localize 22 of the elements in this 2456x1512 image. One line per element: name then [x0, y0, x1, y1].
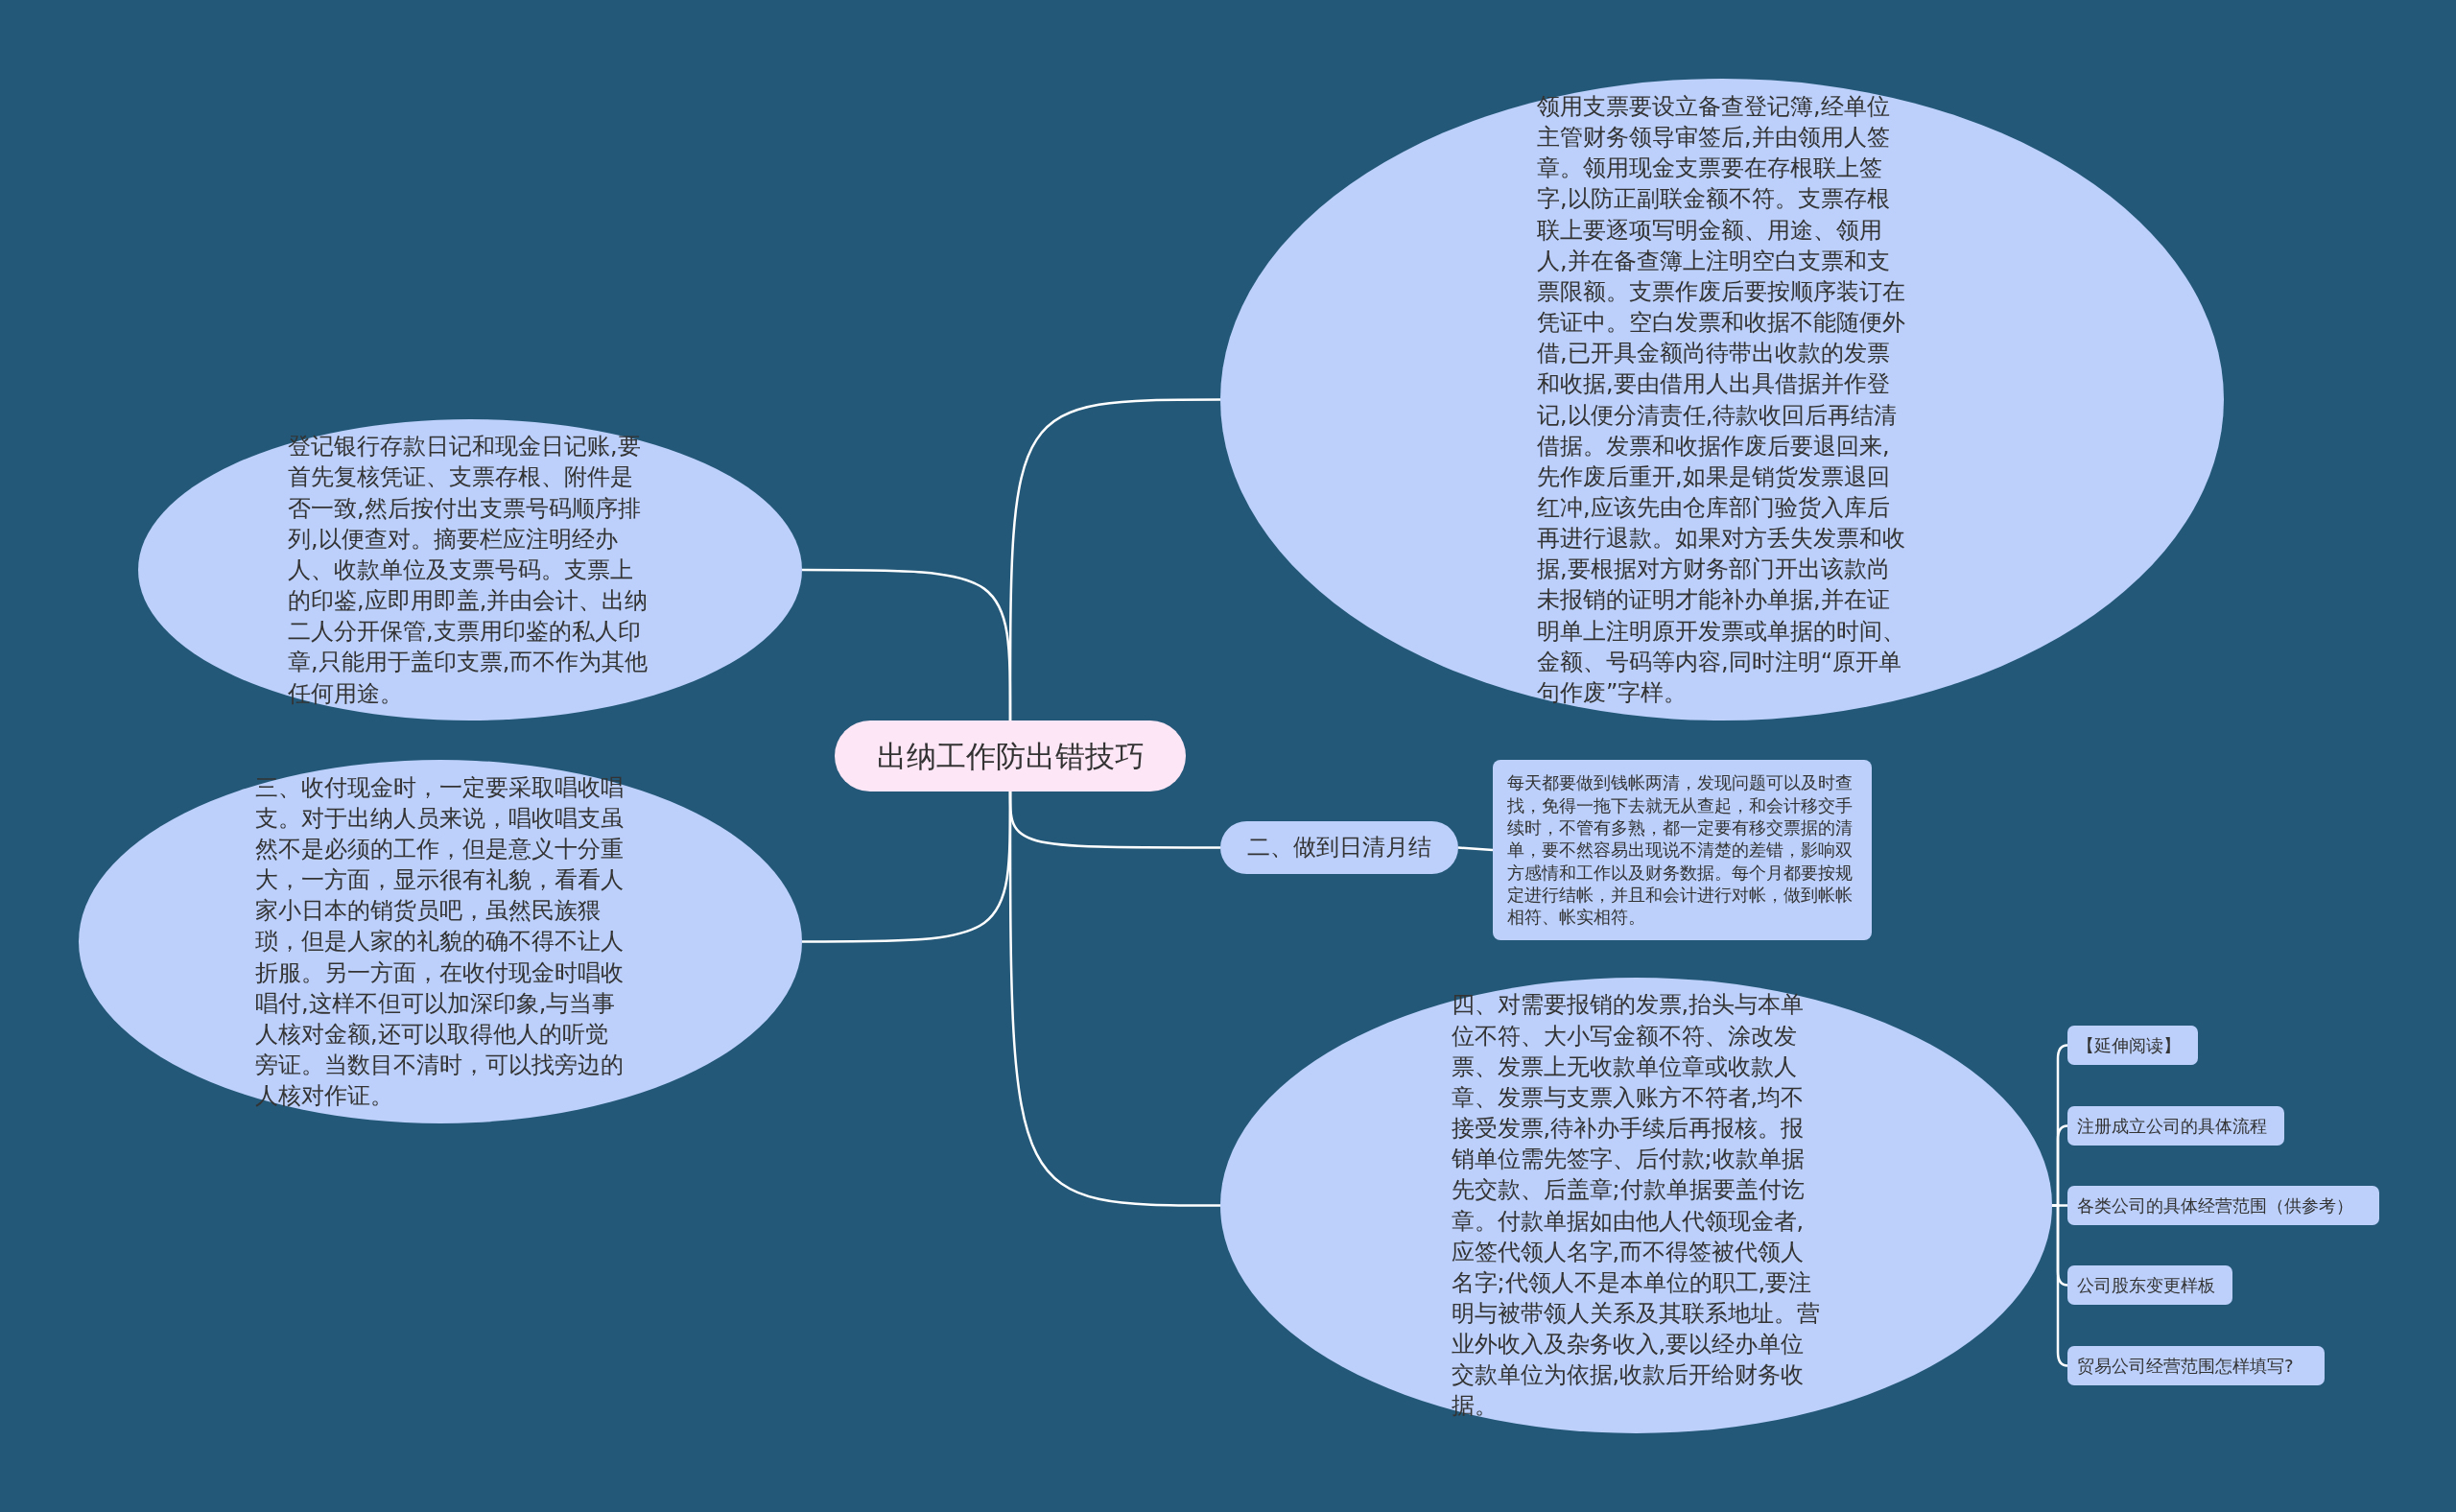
topic-text: 领用支票要设立备查登记簿,经单位主管财务领导审签后,并由领用人签章。领用现金支票要在存根联上签字,以防正副联金额不符。支票存根联上要逐项写明金额、用途、领用人,并在备查簿上注明空白支票和支票限额。支票作废后要按顺序装订在凭证中。空白发票和收据不能随便外借,已开具金额尚待带出收款的发票和收据,要由借用人出具借据并作登记,以便分清责任,待款收回后再结清借据。发票和收据作废后要退回来,先作废后重开,如果是销货发票退回红冲,应该先由仓库部门验货入库后再进行退款。如果对方丢失发票和收据,要根据对方财务部门开出该款尚未报销的证明才能补办单据,并在证明单上注明原开发票或单据的时间、金额、号码等内容,同时注明“原开单句作废”字样。	[1537, 91, 1906, 708]
topic-title: 出纳工作防出错技巧	[875, 737, 1145, 775]
link-text: 【延伸阅读】	[2076, 1033, 2182, 1057]
topic-text: 三、收付现金时，一定要采取唱收唱支。对于出纳人员来说，唱收唱支虽然不是必须的工作，但是意义十分重大，一方面，显示很有礼貌，看看人家小日本的销货员吧，虽然民族猥琐，但是人家的礼貌的确不得不让人折服。另一方面，在收付现金时唱收唱付,这样不但可以加深印象,与当事人核对金额,还可以取得他人的听觉旁证。当数目不清时，可以找旁边的人核对作证。	[255, 772, 625, 1112]
link-card	[2067, 1265, 2232, 1305]
topic-text: 四、对需要报销的发票,抬头与本单位不符、大小写金额不符、涂改发票、发票上无收款单位章或收款人章、发票与支票入账方不符者,均不接受发票,待补办手续后再报核。报销单位需先签字、后付款;收款单据先交款、后盖章;付款单据要盖付讫章。付款单据如由他人代领现金者,应签代领人名字,而不得签被代领人名字;代领人不是本单位的职工,要注明与被带领人关系及其联系地址。营业外收入及杂务收入,要以经办单位交款单位为依据,收款后开给财务收据。	[1451, 990, 1821, 1422]
topic-text: 登记银行存款日记和现金日记账,要首先复核凭证、支票存根、附件是否一致,然后按付出支票号码顺序排列,以便查对。摘要栏应注明经办人、收款单位及支票号码。支票上的印鉴,应即用即盖,并由会计、出纳二人分开保管,支票用印鉴的私人印章,只能用于盖印支票,而不作为其他任何用途。	[288, 432, 649, 709]
link-text: 各类公司的具体经营范围（供参考）	[2076, 1193, 2354, 1217]
link-card	[2067, 1106, 2284, 1146]
note-card	[1493, 760, 1872, 940]
link-text: 注册成立公司的具体流程	[2076, 1114, 2268, 1138]
branch-pill	[1220, 821, 1458, 874]
branch-title: 二、做到日清月结	[1246, 832, 1432, 862]
connector	[802, 568, 1012, 721]
connector	[1008, 791, 1220, 1207]
link-card	[2067, 1026, 2198, 1065]
link-card	[2067, 1186, 2379, 1225]
note-text: 每天都要做到钱帐两清，发现问题可以及时查找，免得一拖下去就无从查起，和会计移交手续时，不管有多熟，都一定要有移交票据的清单，要不然容易出现说不清楚的差错，影响双方感情和工作以及财务数据。每个月都要按规定进行结帐，并且和会计进行对帐，做到帐帐相符、帐实相符。	[1507, 771, 1854, 929]
link-text: 公司股东变更样板	[2076, 1273, 2216, 1297]
link-card	[2067, 1346, 2325, 1385]
connector	[1457, 846, 1494, 852]
link-text: 贸易公司经营范围怎样填写?	[2076, 1354, 2295, 1378]
